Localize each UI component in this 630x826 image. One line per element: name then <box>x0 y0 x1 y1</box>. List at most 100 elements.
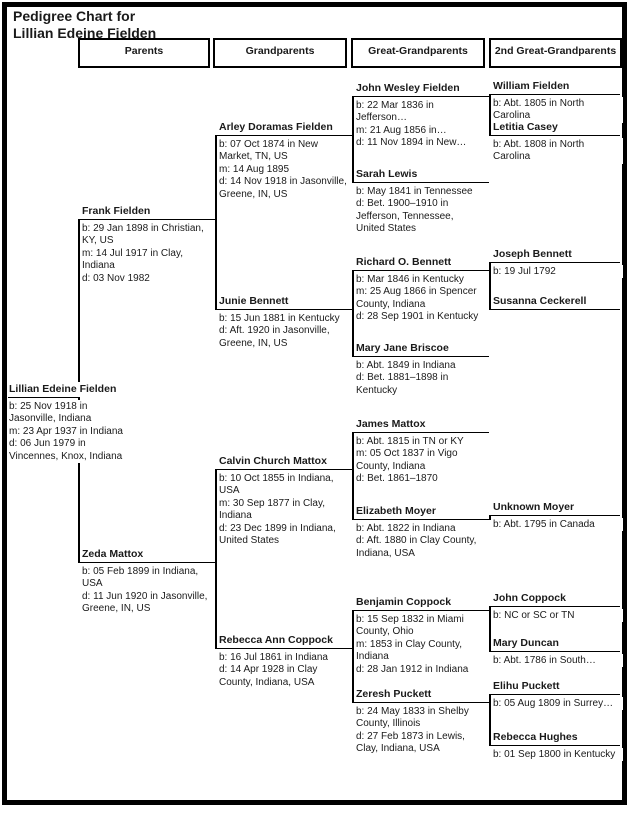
person-underline <box>215 468 352 470</box>
person-detail-line: d: 28 Sep 1901 in Kentucky <box>356 311 479 323</box>
person-underline <box>352 181 489 183</box>
person-detail-line: b: Abt. 1808 in North Carolina <box>493 139 585 163</box>
person-details: b: Abt. 1808 in North Carolina <box>492 138 623 164</box>
connector-line <box>352 609 354 703</box>
person-underline <box>489 308 620 310</box>
person-underline <box>352 518 489 520</box>
column-header: 2nd Great-Grandparents <box>489 38 622 68</box>
person-name: Joseph Bennett <box>492 246 574 262</box>
connector-line <box>489 605 491 652</box>
connector-line <box>352 269 354 357</box>
person-detail-line: d: 28 Jan 1912 in Indiana <box>356 663 469 675</box>
person-name: Susanna Ceckerell <box>492 293 589 309</box>
person-detail-line: b: Abt. 1786 in South… <box>493 655 596 666</box>
person-detail-line: b: Abt. 1815 in TN or KY <box>356 436 464 447</box>
person-details: b: Abt. 1805 in North Carolina <box>492 97 623 123</box>
person-underline <box>215 134 352 136</box>
person-detail-line: b: 29 Jan 1898 in Christian, KY, US <box>82 223 204 247</box>
person-name: Rebecca Hughes <box>492 729 580 745</box>
person-details: b: NC or SC or TN <box>492 609 623 623</box>
person-underline <box>489 261 620 263</box>
person-details: b: Abt. 1786 in South… <box>492 654 623 668</box>
person-details: b: 24 May 1833 in Shelby County, Illinoi… <box>355 705 486 756</box>
person-underline <box>78 561 215 563</box>
person-detail-line: b: 15 Sep 1832 in Miami County, Ohio <box>356 614 464 638</box>
column-header: Parents <box>78 38 210 68</box>
person-underline <box>352 95 489 97</box>
person-detail-line: b: 10 Oct 1855 in Indiana, USA <box>219 473 334 497</box>
person-detail-line: b: Mar 1846 in Kentucky <box>356 274 464 285</box>
person-underline <box>352 609 489 611</box>
person-name: Unknown Moyer <box>492 499 577 515</box>
person-detail-line: b: 07 Oct 1874 in New Market, TN, US <box>219 139 318 163</box>
person-detail-line: d: Bet. 1861–1870 <box>356 473 438 485</box>
person-detail-line: d: Bet. 1881–1898 in Kentucky <box>356 372 449 396</box>
person-detail-line: m: 25 Aug 1866 in Spencer County, Indian… <box>356 286 477 310</box>
person-detail-line: m: 30 Sep 1877 in Clay, Indiana <box>219 497 325 522</box>
person-name: Elizabeth Moyer <box>355 503 438 519</box>
person-detail-line: b: 19 Jul 1792 <box>493 266 556 277</box>
person-detail-line: m: 23 Apr 1937 in Indiana <box>9 425 123 437</box>
person-detail-line: d: 23 Dec 1899 in Indiana, United States <box>219 522 336 547</box>
person-detail-line: b: 16 Jul 1861 in Indiana <box>219 652 328 663</box>
person-underline <box>215 647 352 649</box>
person-details: b: 01 Sep 1800 in Kentucky <box>492 748 623 762</box>
person-name: Lillian Edeine Fielden <box>8 381 119 397</box>
person-name: John Wesley Fielden <box>355 80 462 96</box>
person-name: Zeda Mattox <box>81 546 146 562</box>
person-underline <box>352 701 489 703</box>
person-detail-line: b: 05 Feb 1899 in Indiana, USA <box>82 566 199 590</box>
person-detail-line: b: 15 Jun 1881 in Kentucky <box>219 313 340 324</box>
person-details: b: 19 Jul 1792 <box>492 265 623 279</box>
person-detail-line: b: 01 Sep 1800 in Kentucky <box>493 749 616 760</box>
person-name: Letitia Casey <box>492 119 560 135</box>
person-underline <box>215 308 352 310</box>
connector-line <box>215 134 217 310</box>
person-name: William Fielden <box>492 78 572 94</box>
person-detail-line: d: Bet. 1900–1910 in Jefferson, Tennesse… <box>356 198 454 235</box>
person-underline <box>489 93 620 95</box>
person-underline <box>489 605 620 607</box>
person-detail-line: b: Abt. 1805 in North Carolina <box>493 98 585 122</box>
connector-line <box>215 468 217 649</box>
person-name: Rebecca Ann Coppock <box>218 632 335 648</box>
person-detail-line: d: 11 Nov 1894 in New… <box>356 137 467 149</box>
person-underline <box>352 355 489 357</box>
person-name: Elihu Puckett <box>492 678 562 694</box>
connector-line <box>489 693 491 746</box>
person-underline <box>489 514 620 516</box>
person-name: James Mattox <box>355 416 428 432</box>
chart-title: Pedigree Chart for Lillian Edeine Fielde… <box>13 8 156 41</box>
column-header: Grandparents <box>213 38 347 68</box>
column-header: Great-Grandparents <box>351 38 485 68</box>
person-name: Sarah Lewis <box>355 166 420 182</box>
person-underline <box>8 396 78 398</box>
connector-line <box>489 261 491 310</box>
person-detail-line: m: 14 Jul 1917 in Clay, Indiana <box>82 247 183 272</box>
person-detail-line: b: 22 Mar 1836 in Jefferson… <box>356 100 434 124</box>
person-details: b: 05 Aug 1809 in Surrey… <box>492 697 623 711</box>
person-detail-line: m: 14 Aug 1895 <box>219 163 290 175</box>
person-name: Zeresh Puckett <box>355 686 434 702</box>
connector-line <box>489 514 491 520</box>
person-details: b: 22 Mar 1836 in Jefferson…m: 21 Aug 18… <box>355 99 486 150</box>
person-name: Mary Jane Briscoe <box>355 340 451 356</box>
person-detail-line: b: 25 Nov 1918 in Jasonville, Indiana <box>9 401 92 425</box>
person-detail-line: d: 27 Feb 1873 in Lewis, Clay, Indiana, … <box>356 730 465 755</box>
chart-title-line2: Lillian Edeine Fielden <box>13 24 157 41</box>
chart-title-line1: Pedigree Chart for <box>13 8 136 24</box>
person-detail-line: b: NC or SC or TN <box>493 610 575 621</box>
person-detail-line: d: 14 Nov 1918 in Jasonville, Greene, IN… <box>219 176 347 200</box>
person-detail-line: b: Abt. 1849 in Indiana <box>356 360 456 371</box>
person-details: b: Abt. 1795 in Canada <box>492 518 623 532</box>
